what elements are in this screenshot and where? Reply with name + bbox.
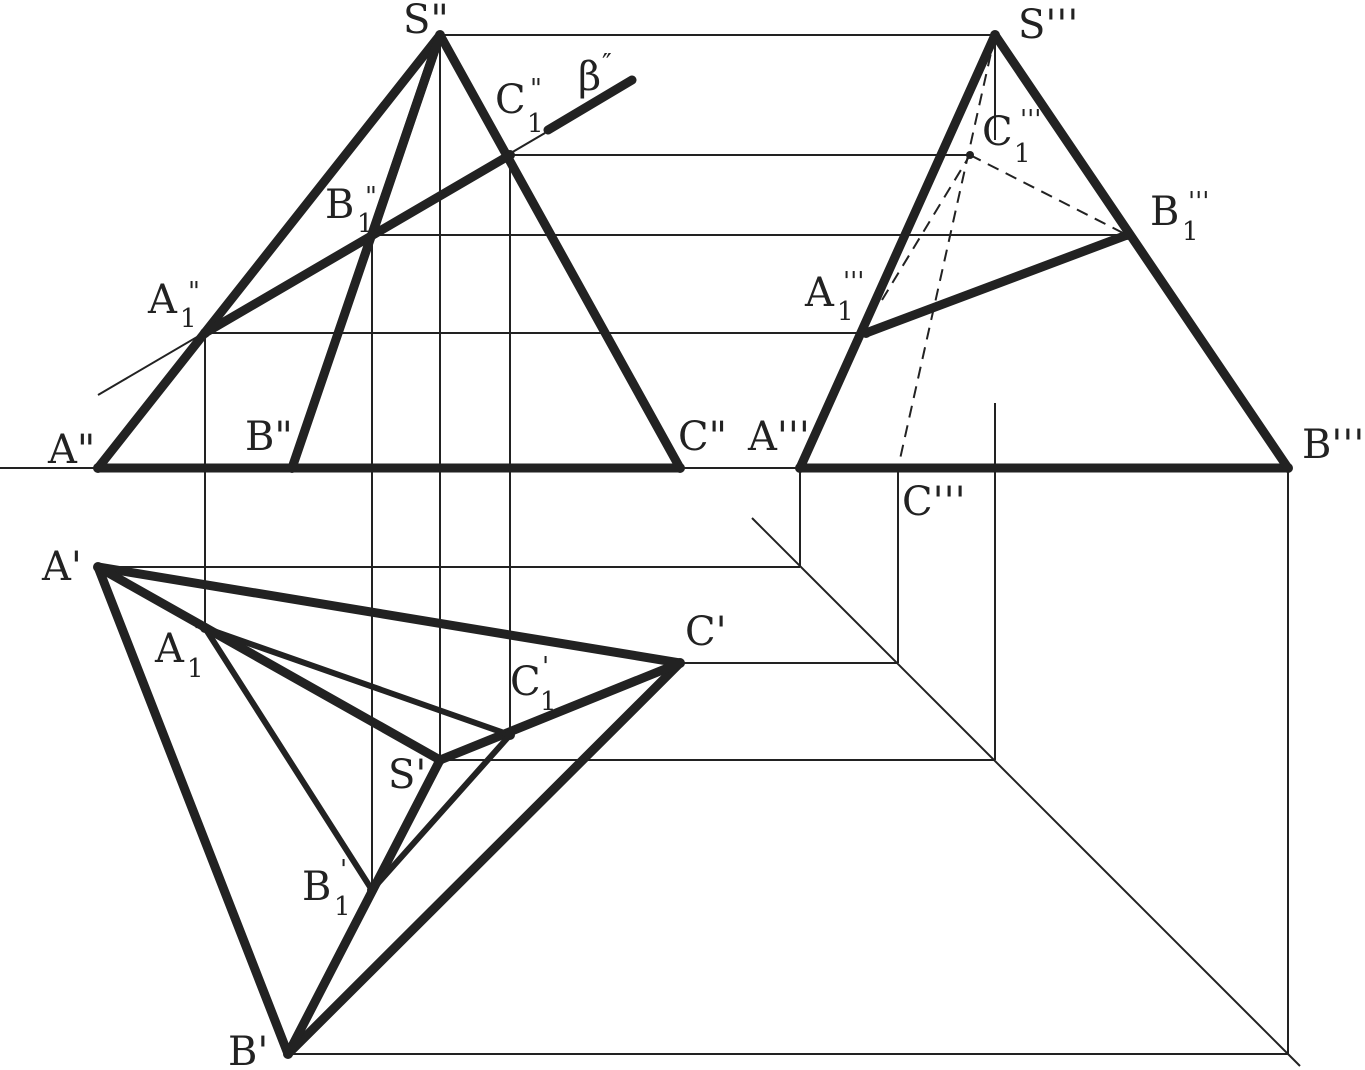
- section-a1c1-top: [202, 625, 513, 738]
- label-s-front: S": [403, 0, 449, 43]
- edge-ac-top: [93, 562, 685, 668]
- hidden-section-c1b1-side: [969, 154, 1128, 236]
- labels: S" A" B" C" β ″ A 1 " B 1 " C 1 " S''' A…: [41, 0, 1364, 1070]
- label-c1-top-sub: 1: [540, 687, 557, 717]
- label-a-top: A': [41, 544, 82, 590]
- label-c-front: C": [678, 414, 727, 460]
- label-c1-top-mark: ': [542, 652, 549, 682]
- point-a-side: [795, 463, 805, 473]
- label-a1-top-mark: ': [193, 617, 200, 647]
- label-a-side: A''': [747, 414, 810, 460]
- constant-line-45deg: [751, 517, 1301, 1067]
- label-c-top: C': [685, 609, 727, 655]
- point-b1-side: [1122, 230, 1132, 240]
- edge-sa-front: [93, 30, 445, 473]
- point-s-side: [990, 30, 1000, 40]
- label-b1-front: B: [325, 182, 354, 228]
- point-s-top: [435, 755, 445, 765]
- point-c1-top: [505, 730, 515, 740]
- front-view: [93, 30, 685, 473]
- label-b1-front-sub: 1: [357, 209, 374, 239]
- plane-beta-mark: [543, 75, 637, 135]
- point-a1-side: [861, 328, 871, 338]
- label-c1-top: C: [510, 659, 541, 705]
- point-a-front: [93, 463, 103, 473]
- label-a1-top: A: [154, 626, 185, 672]
- edge-as-top: [93, 562, 445, 765]
- label-a1-side-sub: 1: [837, 297, 854, 327]
- edge-bs-top: [283, 755, 445, 1059]
- point-b-side: [1283, 463, 1293, 473]
- edge-sb-side: [990, 30, 1293, 473]
- point-b-top: [283, 1049, 293, 1059]
- hidden-edge-sc-side: [897, 34, 996, 469]
- label-plane-beta-mark: ″: [602, 49, 612, 79]
- point-a1-front: [200, 328, 210, 338]
- label-c1-front: C: [495, 77, 526, 123]
- section-a1b1-side: [861, 230, 1132, 338]
- point-b1-top: [367, 885, 377, 895]
- label-plane-beta: β: [578, 54, 601, 100]
- edge-ab-top: [93, 562, 293, 1059]
- label-b1-side-mark: ''': [1188, 187, 1209, 217]
- label-b1-top: B: [302, 864, 331, 910]
- label-b1-top-sub: 1: [334, 892, 351, 922]
- label-c1-front-sub: 1: [527, 109, 544, 139]
- label-b1-top-mark: ': [340, 855, 347, 885]
- label-s-top: S': [388, 752, 426, 798]
- edge-cs-top: [435, 658, 685, 765]
- label-a1-front-mark: ": [188, 277, 200, 307]
- point-a1-top: [200, 623, 210, 633]
- point-b-front: [287, 463, 297, 473]
- label-b1-side-sub: 1: [1182, 217, 1199, 247]
- label-a1-top-sub: 1: [187, 654, 204, 684]
- point-c1-side: [966, 151, 974, 159]
- label-b1-front-mark: ": [365, 182, 377, 212]
- edge-sc-front: [435, 30, 685, 473]
- top-view: [93, 562, 685, 1059]
- edge-sb-inner-front: [367, 30, 445, 240]
- side-view: [795, 30, 1293, 473]
- label-a1-side: A: [804, 270, 835, 316]
- edge-sa-side: [795, 30, 1000, 473]
- point-b1-front: [367, 230, 377, 240]
- point-c-front: [675, 463, 685, 473]
- label-b-top: B': [228, 1029, 268, 1070]
- point-s-front: [435, 30, 445, 40]
- label-c1-side: C: [982, 109, 1013, 155]
- label-a1-front-sub: 1: [180, 304, 197, 334]
- section-b1c1-top: [369, 732, 513, 893]
- label-a1-front: A: [147, 277, 178, 323]
- label-c1-side-mark: ''': [1020, 105, 1041, 135]
- label-b-front: B": [245, 414, 293, 460]
- label-c-side: C''': [902, 479, 966, 525]
- label-a-front: A": [47, 427, 95, 473]
- label-s-side: S''': [1018, 2, 1078, 48]
- hidden-section-a1c1-side: [881, 154, 971, 301]
- label-c1-front-mark: ": [530, 74, 542, 104]
- label-c1-side-sub: 1: [1014, 139, 1031, 169]
- edge-bc-top: [283, 658, 685, 1059]
- section-line-front: [200, 150, 515, 338]
- label-b1-side: B: [1150, 189, 1179, 235]
- point-c1-front: [505, 150, 515, 160]
- point-c-top: [675, 658, 685, 668]
- label-a1-side-mark: ''': [843, 267, 864, 297]
- label-b-side: B''': [1302, 422, 1364, 468]
- point-a-top: [93, 562, 103, 572]
- section-a1b1-top: [202, 625, 375, 893]
